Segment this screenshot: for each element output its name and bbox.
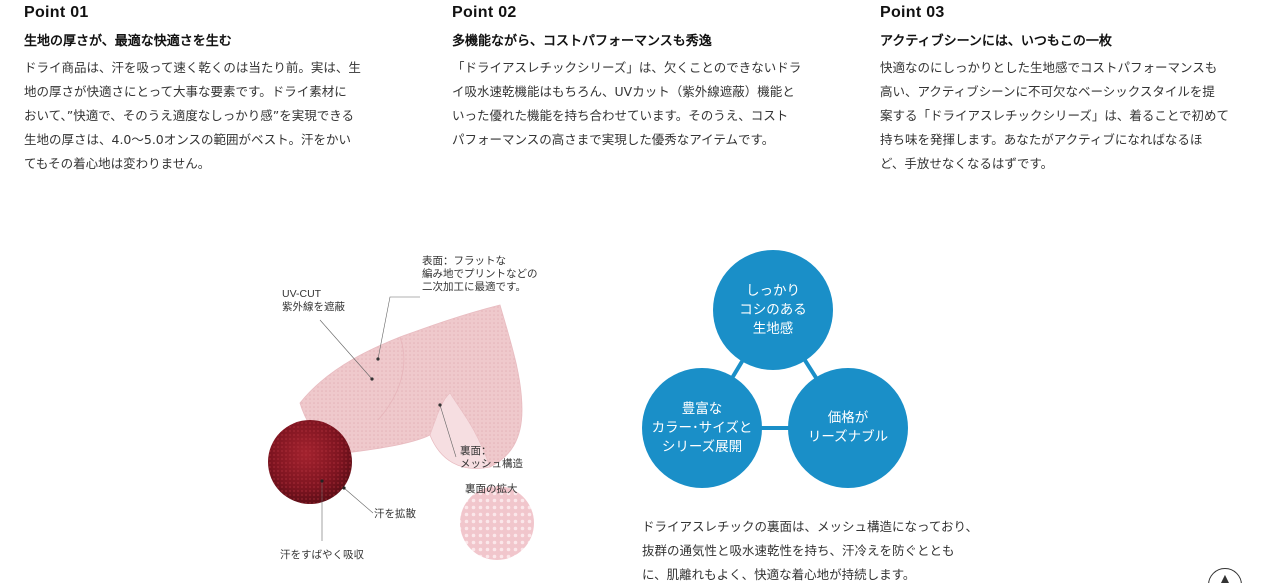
point-01: Point 01 生地の厚さが、最適な快適さを生む ドライ商品は、汗を吸って速く… [24, 4, 414, 176]
caption-line: に、肌離れもよく、快適な着心地が持続します。 [642, 567, 916, 582]
circle-line: シリーズ展開 [661, 438, 743, 455]
point-number: Point 03 [880, 4, 945, 21]
mesh-caption: ドライアスレチックの裏面は、メッシュ構造になっており、 抜群の通気性と吸水速乾性… [642, 515, 1042, 583]
circle-line: カラー･サイズと [651, 419, 753, 436]
circle-line: リーズナブル [807, 429, 889, 445]
point-number: Point 01 [24, 4, 89, 21]
circle-line: 生地感 [752, 320, 794, 337]
body-line: 地の厚さが快適さにとって大事な要素です。ドライ素材に [24, 84, 347, 99]
fabric-drawing [268, 296, 534, 560]
circle-line: 豊富な [681, 400, 723, 417]
body-line: てもその着心地は変わりません。 [24, 156, 211, 171]
label-line: 表面：フラットな [422, 255, 506, 267]
point-number: Point 02 [452, 4, 517, 21]
body-line: 案する「ドライアスレチックシリーズ」は、着ることで初めて [880, 108, 1230, 123]
point-body: 「ドライアスレチックシリーズ」は、欠くことのできないドラ イ吸水速乾機能はもちろ… [452, 56, 842, 152]
venn-circle-quality: しっかり コシのある 生地感 [713, 250, 833, 370]
body-line: パフォーマンスの高さまで実現した優秀なアイテムです。 [452, 132, 775, 147]
mesh-zoom [460, 486, 534, 560]
chevron-up-icon: ▲ [1220, 572, 1230, 583]
body-line: 「ドライアスレチックシリーズ」は、欠くことのできないドラ [452, 60, 802, 75]
caption-line: ドライアスレチックの裏面は、メッシュ構造になっており、 [642, 519, 979, 534]
feature-venn-diagram: しっかり コシのある 生地感 豊富な カラー･サイズと シリーズ展開 価格が リ… [640, 248, 910, 493]
scroll-to-top-button[interactable]: ▲ [1208, 568, 1242, 583]
venn-connectors [698, 306, 852, 430]
back-zoom-label: 裏面の拡大 [465, 483, 518, 495]
body-line: イ吸水速乾機能はもちろん、UVカット（紫外線遮蔽）機能と [452, 84, 795, 99]
circle-line: コシのある [739, 301, 807, 318]
uv-cut-label: UV-CUT 紫外線を遮蔽 [282, 288, 345, 314]
body-line: ど、手放せなくなるはずです。 [880, 156, 1054, 171]
spread-sweat-label: 汗を拡散 [374, 508, 416, 520]
body-line: ドライ商品は、汗を吸って速く乾くのは当たり前。実は、生 [24, 60, 361, 75]
circle-line: しっかり [746, 282, 800, 299]
venn-circle-variety: 豊富な カラー･サイズと シリーズ展開 [642, 368, 762, 488]
body-line: 高い、アクティブシーンに不可欠なベーシックスタイルを提 [880, 84, 1215, 99]
label-line: メッシュ構造 [460, 458, 523, 470]
body-line: 持ち味を発揮します。あなたがアクティブになればなるほ [880, 132, 1203, 147]
label-line: 編み地でプリントなどの [422, 268, 538, 280]
point-body: ドライ商品は、汗を吸って速く乾くのは当たり前。実は、生 地の厚さが快適さにとって… [24, 56, 414, 176]
label-line: UV-CUT [282, 288, 322, 300]
body-line: おいて、”快適で、そのうえ適度なしっかり感”を実現できる [24, 108, 354, 123]
caption-line: 抜群の通気性と吸水速乾性を持ち、汗冷えを防ぐととも [642, 543, 955, 558]
point-02: Point 02 多機能ながら、コストパフォーマンスも秀逸 「ドライアスレチック… [452, 4, 842, 152]
circle-line: 価格が [827, 410, 869, 426]
absorb-sweat-label: 汗をすばやく吸収 [280, 549, 364, 561]
surface-label: 表面：フラットな 編み地でプリントなどの 二次加工に最適です。 [422, 255, 538, 294]
point-03: Point 03 アクティブシーンには、いつもこの一枚 快適なのにしっかりとした… [880, 4, 1270, 176]
label-line: 紫外線を遮蔽 [282, 301, 345, 313]
venn-circle-price: 価格が リーズナブル [788, 368, 908, 488]
fabric-illustration: 表面：フラットな 編み地でプリントなどの 二次加工に最適です。 UV-CUT 紫… [260, 245, 600, 583]
body-line: 生地の厚さは、4.0〜5.0オンスの範囲がベスト。汗をかい [24, 132, 352, 147]
body-line: 快適なのにしっかりとした生地感でコストパフォーマンスも [880, 60, 1218, 75]
point-heading: 生地の厚さが、最適な快適さを生む [24, 34, 232, 49]
back-mesh-label: 裏面： メッシュ構造 [460, 445, 523, 471]
point-heading: アクティブシーンには、いつもこの一枚 [880, 34, 1112, 49]
point-body: 快適なのにしっかりとした生地感でコストパフォーマンスも 高い、アクティブシーンに… [880, 56, 1270, 176]
body-line: いった優れた機能を持ち合わせています。そのうえ、コスト [452, 108, 789, 123]
point-heading: 多機能ながら、コストパフォーマンスも秀逸 [452, 34, 712, 49]
label-line: 裏面： [460, 445, 492, 457]
label-line: 二次加工に最適です。 [422, 281, 526, 293]
